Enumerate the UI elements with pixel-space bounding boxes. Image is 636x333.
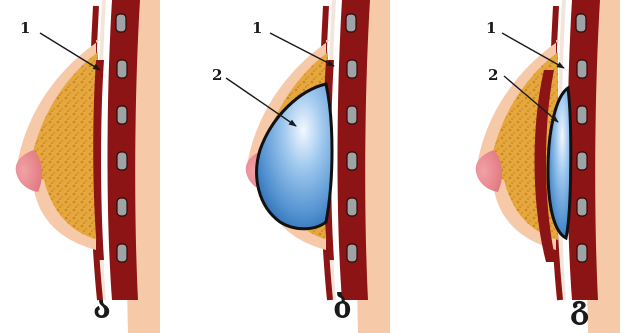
panel-g: 1 2 [476, 0, 620, 333]
implant [257, 84, 332, 229]
caption-b: ბ [333, 292, 352, 326]
label-2: 2 [212, 66, 222, 84]
label-1: 1 [486, 19, 496, 37]
caption-g: გ [570, 292, 589, 326]
panel-a: 1 [16, 0, 160, 333]
label-1: 1 [20, 19, 30, 37]
label-1: 1 [252, 19, 262, 37]
label-2: 2 [488, 66, 498, 84]
panel-b: 1 2 [212, 0, 390, 333]
caption-a: ა [93, 292, 111, 326]
